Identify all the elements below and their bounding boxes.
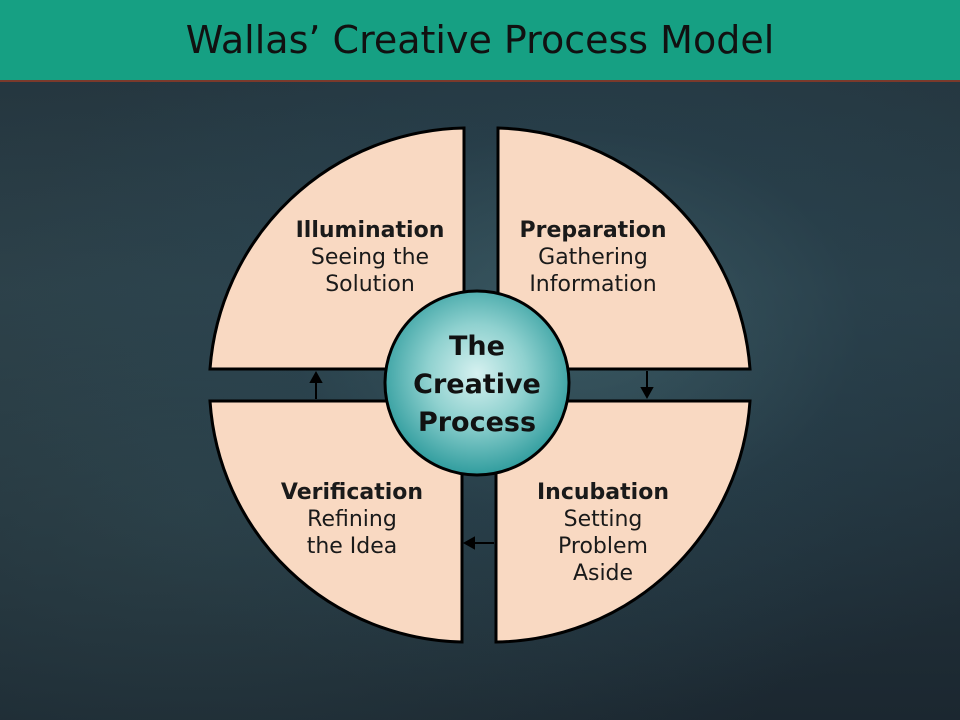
incubation-quadrant <box>494 399 752 644</box>
illumination-heading: Illumination <box>295 218 445 243</box>
incubation-heading: Incubation <box>537 480 669 505</box>
title-bar: Wallas’ Creative Process Model <box>0 0 960 82</box>
illumination-text: Illumination Seeing the Solution <box>270 217 470 298</box>
center-label: The Creative Process <box>385 328 569 442</box>
center-circle <box>383 289 571 477</box>
verification-heading: Verification <box>280 480 424 505</box>
center-line-2: Creative <box>413 369 541 400</box>
incubation-line-1: Setting <box>563 507 643 532</box>
incubation-text: Incubation Setting Problem Aside <box>503 479 703 587</box>
illumination-line-2: Solution <box>325 272 415 297</box>
preparation-line-2: Information <box>529 272 657 297</box>
preparation-text: Preparation Gathering Information <box>493 217 693 298</box>
verification-line-1: Refining <box>307 507 397 532</box>
illumination-line-1: Seeing the <box>310 245 430 270</box>
illumination-quadrant <box>208 126 466 371</box>
incubation-line-3: Aside <box>572 561 634 586</box>
arrow-incubation-to-verification <box>462 536 494 550</box>
incubation-line-2: Problem <box>558 534 648 559</box>
verification-line-2: the Idea <box>306 534 398 559</box>
preparation-line-1: Gathering <box>538 245 648 270</box>
center-line-1: The <box>449 331 505 362</box>
verification-quadrant <box>208 399 464 644</box>
center-line-3: Process <box>417 407 537 438</box>
preparation-quadrant <box>496 126 752 371</box>
verification-text: Verification Refining the Idea <box>252 479 452 560</box>
slide-title: Wallas’ Creative Process Model <box>185 18 775 62</box>
preparation-heading: Preparation <box>519 218 667 243</box>
arrow-verification-to-illumination <box>309 370 323 399</box>
arrow-preparation-to-incubation <box>640 371 654 400</box>
